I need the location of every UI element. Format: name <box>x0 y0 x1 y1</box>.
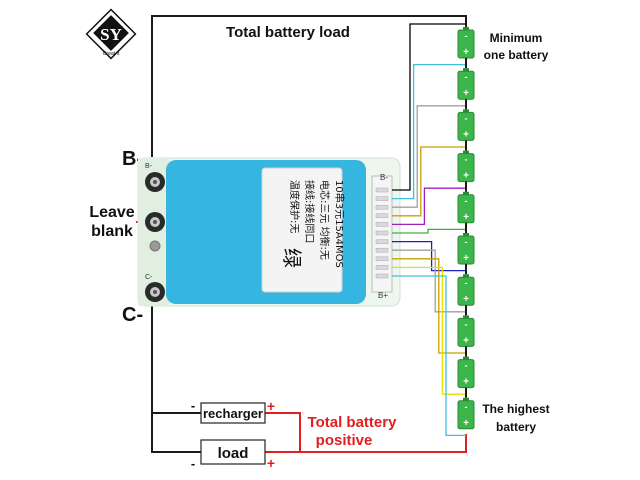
battery-cell: -+ <box>457 356 475 389</box>
battery-minus-sign: - <box>465 113 468 123</box>
sticker-line-4: 温度保护:无 <box>288 180 301 233</box>
balance-tap-wire <box>392 146 466 217</box>
recharger-plus-sign: + <box>267 398 275 414</box>
battery-plus-sign: + <box>463 418 469 429</box>
logo-monogram: SY <box>100 25 122 44</box>
battery-minus-sign: - <box>465 237 468 247</box>
load-minus-sign: - <box>191 456 195 471</box>
spec-sticker <box>261 167 343 293</box>
connector-pin <box>375 239 389 244</box>
battery-cell: -+ <box>457 150 475 183</box>
sticker-color-mark: 绿 <box>280 248 304 268</box>
total-positive-label-line1: Total battery <box>308 414 398 431</box>
total-positive-label-line2: positive <box>316 432 373 449</box>
balance-tap-wire <box>392 63 466 200</box>
battery-cell: -+ <box>457 27 475 59</box>
balance-tap-wire <box>392 240 466 272</box>
highest-battery-label-line2: battery <box>496 420 536 434</box>
battery-plus-sign: + <box>463 253 469 264</box>
load-plus-sign: + <box>267 455 275 471</box>
connector-pin <box>375 265 389 270</box>
sticker-line-2: 电芯:三元 均衡:无 <box>318 180 331 260</box>
balance-tap-wires <box>392 23 466 437</box>
balance-tap-wire <box>392 275 466 437</box>
leave-blank-label-line1: Leave <box>89 204 134 221</box>
battery-cell: -+ <box>457 274 475 306</box>
recharger-box: recharger <box>200 402 266 424</box>
battery-cell: -+ <box>457 315 475 347</box>
battery-cell: -+ <box>457 233 475 265</box>
battery-plus-sign: + <box>463 212 469 223</box>
battery-plus-sign: + <box>463 377 469 388</box>
battery-plus-sign: + <box>463 294 469 305</box>
balance-tap-wire <box>392 266 466 395</box>
minimum-battery-label-line2: one battery <box>484 48 549 62</box>
battery-plus-sign: + <box>463 171 469 182</box>
battery-minus-sign: - <box>465 361 468 371</box>
logo-tagline: Great It <box>103 51 120 57</box>
battery-plus-sign: + <box>463 129 469 140</box>
mount-hole <box>149 240 161 252</box>
highest-battery-label-line1: The highest <box>482 402 549 416</box>
sticker-line-3: 接线:接线同口 <box>303 180 316 243</box>
battery-cell: -+ <box>457 109 475 141</box>
pcb-pin-c-minus: C- <box>145 274 153 281</box>
battery-stack: -+-+-+-+-+-+-+-+-+-+ <box>457 27 475 430</box>
terminal-c-minus <box>145 282 165 302</box>
connector-pin <box>375 222 389 227</box>
balance-tap-wire <box>392 228 466 234</box>
leave-blank-label-line2: blank <box>91 223 133 240</box>
battery-cell: -+ <box>457 397 475 430</box>
total-load-label: Total battery load <box>226 24 350 41</box>
connector-pin-b-plus: B+ <box>378 291 388 300</box>
connector-pin <box>375 204 389 210</box>
connector-pin <box>375 196 389 201</box>
battery-cell: -+ <box>457 191 475 224</box>
load-label: load <box>218 445 249 462</box>
recharger-label: recharger <box>203 406 263 421</box>
battery-minus-sign: - <box>465 72 468 82</box>
minimum-battery-label-line1: Minimum <box>490 31 543 45</box>
battery-plus-sign: + <box>463 335 469 346</box>
connector-pin <box>375 187 389 193</box>
battery-minus-sign: - <box>465 278 468 288</box>
balance-tap-wire <box>392 23 466 191</box>
bms-board: B- C- 10串3元15A4MOS 电芯:三元 均衡:无 接线:接线同口 温度… <box>137 157 401 307</box>
recharger-positive-wire <box>265 412 301 452</box>
pcb-pin-b-minus: B- <box>145 163 153 170</box>
connector-pin <box>375 273 389 279</box>
connector-pin <box>375 230 389 236</box>
recharger-negative-wire <box>151 300 201 414</box>
terminal-b-minus <box>145 172 165 192</box>
connector-pin <box>375 247 389 253</box>
battery-minus-sign: - <box>465 402 468 412</box>
battery-plus-sign: + <box>463 47 469 58</box>
battery-cell: -+ <box>457 68 475 100</box>
battery-minus-sign: - <box>465 196 468 206</box>
sticker-line-1: 10串3元15A4MOS <box>333 180 345 268</box>
battery-minus-sign: - <box>465 31 468 41</box>
balance-tap-wire <box>392 187 466 226</box>
balance-tap-wire <box>392 105 466 208</box>
balance-tap-wire <box>392 258 466 354</box>
c-minus-label: C- <box>122 304 143 326</box>
battery-minus-sign: - <box>465 155 468 165</box>
total-positive-wire <box>265 434 467 453</box>
balance-tap-wire <box>392 249 466 313</box>
battery-minus-sign: - <box>465 319 468 329</box>
logo-diamond <box>93 15 129 51</box>
connector-pin <box>375 213 389 219</box>
load-negative-wire <box>151 413 201 453</box>
load-wire-top <box>151 15 467 157</box>
brand-logo: SY Great It <box>85 8 137 60</box>
connector-pin-b-minus: B- <box>380 173 388 182</box>
connector-pin <box>375 256 389 262</box>
connector-pins <box>375 187 389 279</box>
terminal-leave-blank <box>145 212 165 232</box>
battery-plus-sign: + <box>463 88 469 99</box>
recharger-minus-sign: - <box>191 398 195 413</box>
load-box: load <box>200 439 266 465</box>
